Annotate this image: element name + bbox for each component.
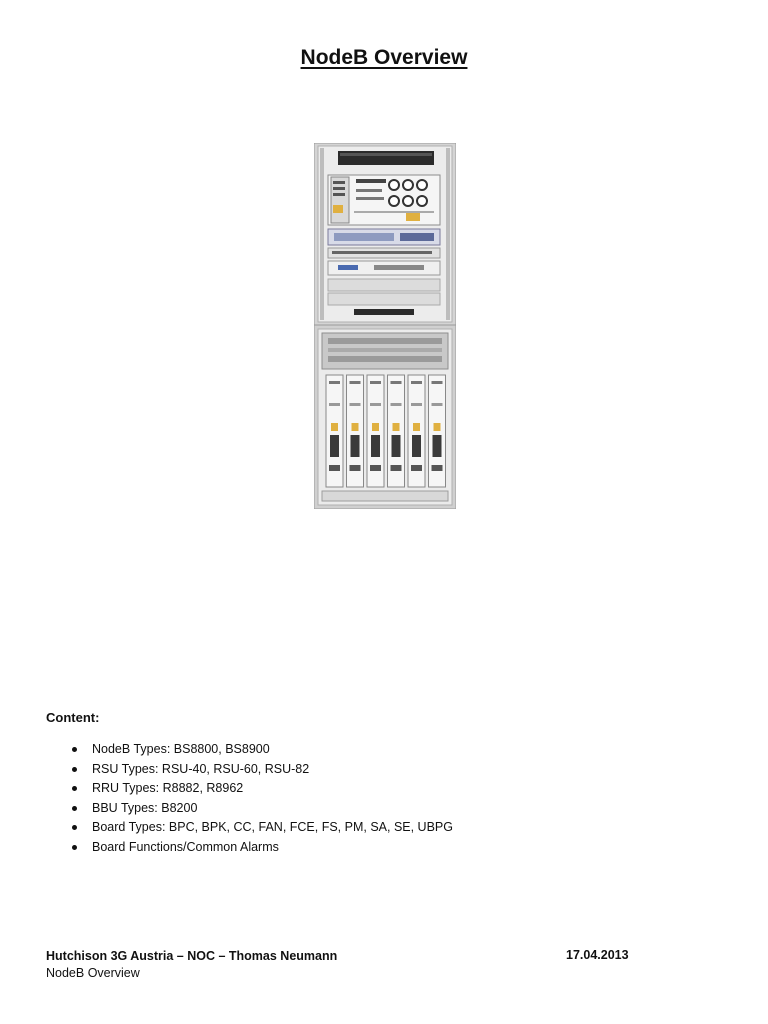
page-title: NodeB Overview [300,46,468,69]
content-heading: Content: [46,710,100,725]
content-list: NodeB Types: BS8800, BS8900 RSU Types: R… [72,740,453,858]
footer-date: 17.04.2013 [566,948,629,962]
list-item: BBU Types: B8200 [72,799,453,819]
rsu-module [366,374,385,488]
list-item: RSU Types: RSU-40, RSU-60, RSU-82 [72,760,453,780]
rsu-module [428,374,446,488]
list-item: NodeB Types: BS8800, BS8900 [72,740,453,760]
bullet-icon [72,766,77,772]
bullet-icon [72,825,77,831]
rsu-module [346,374,364,488]
list-item: RRU Types: R8882, R8962 [72,779,453,799]
footer-author-line: Hutchison 3G Austria – NOC – Thomas Neum… [46,949,338,963]
bullet-icon [72,786,77,792]
footer: Hutchison 3G Austria – NOC – Thomas Neum… [46,948,337,982]
list-item: Board Types: BPC, BPK, CC, FAN, FCE, FS,… [72,818,453,838]
rsu-module [387,374,405,488]
bullet-icon [72,747,77,752]
bullet-icon [72,805,77,811]
nodeb-cabinet-image [314,143,456,509]
rsu-module [407,374,426,488]
footer-doc-name: NodeB Overview [46,966,140,980]
bullet-icon [72,844,77,850]
list-item: Board Functions/Common Alarms [72,838,453,858]
rsu-module [325,374,344,488]
